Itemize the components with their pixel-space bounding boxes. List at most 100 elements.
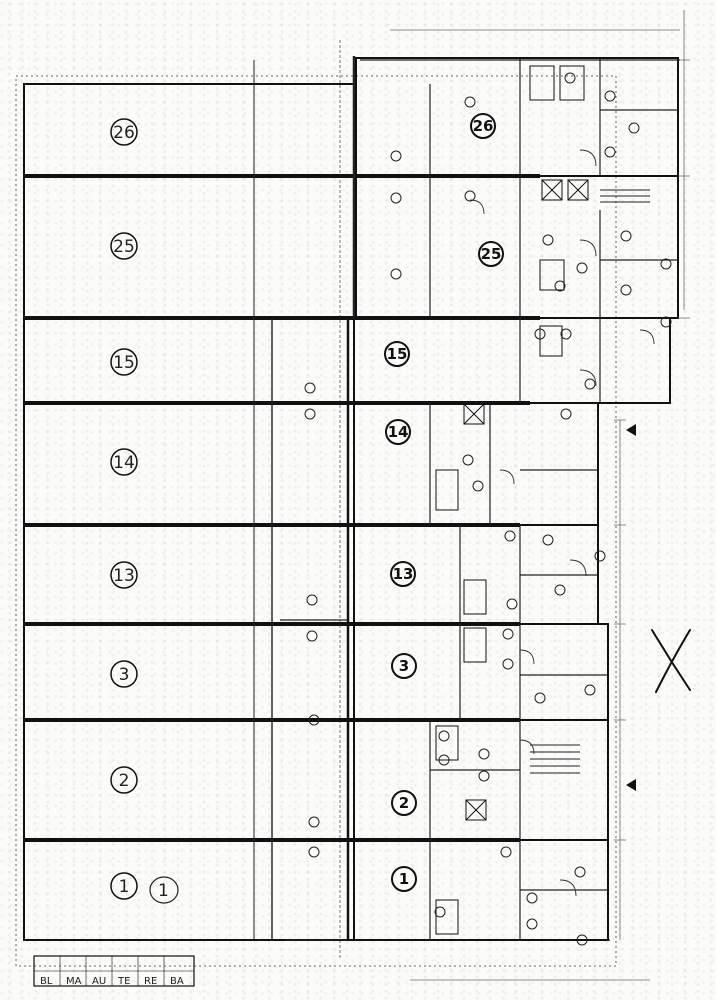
plot-label: 13	[113, 566, 135, 586]
title-block-label: MA	[66, 976, 82, 987]
room-marker	[438, 730, 450, 742]
plot-marker-14: 14	[110, 448, 138, 476]
door-swings	[469, 149, 655, 897]
room-marker	[390, 192, 402, 204]
unit-label: 13	[393, 565, 414, 583]
room-marker	[564, 72, 576, 84]
stairs	[530, 189, 650, 774]
room-marker	[502, 658, 514, 670]
room-marker	[660, 316, 672, 328]
plot-label: 3	[119, 665, 130, 685]
title-block-label: BL	[40, 976, 53, 987]
room-marker	[526, 918, 538, 930]
room-marker	[464, 96, 476, 108]
title-block-label: RE	[144, 976, 157, 987]
room-marker	[534, 328, 546, 340]
room-marker	[576, 934, 588, 946]
plot-label: 2	[119, 771, 130, 791]
plot-label: 15	[113, 353, 135, 373]
drawing-border	[15, 75, 617, 967]
room-marker	[604, 146, 616, 158]
room-marker	[594, 550, 606, 562]
unit-label: 1	[399, 870, 409, 888]
room-marker	[308, 816, 320, 828]
title-block: BL MA AU TE RE BA	[33, 955, 195, 987]
room-marker	[554, 280, 566, 292]
unit-marker-15: 15	[384, 341, 410, 367]
room-marker	[506, 598, 518, 610]
room-marker	[534, 692, 546, 704]
room-marker	[660, 258, 672, 270]
unit-label: 15	[387, 345, 408, 363]
unit-marker-14: 14	[385, 419, 411, 445]
building-walls	[347, 57, 679, 941]
room-marker	[462, 454, 474, 466]
handwritten-cross	[651, 629, 691, 693]
room-marker	[502, 628, 514, 640]
interior-partitions	[280, 58, 678, 940]
unit-marker-1: 1	[391, 866, 417, 892]
room-marker	[620, 284, 632, 296]
fixtures	[435, 65, 589, 935]
dimension-lines	[614, 10, 690, 940]
room-marker	[390, 268, 402, 280]
room-marker	[542, 234, 554, 246]
unit-marker-3: 3	[391, 653, 417, 679]
room-marker	[560, 408, 572, 420]
unit-marker-2: 2	[391, 790, 417, 816]
room-marker	[574, 866, 586, 878]
unit-label: 3	[399, 657, 409, 675]
unit-labels: 26 25 15 14 13 3 2 1	[384, 113, 504, 892]
room-markers	[304, 72, 672, 946]
room-marker	[554, 584, 566, 596]
unit-label: 2	[399, 794, 409, 812]
plot-marker-2: 2	[110, 766, 138, 794]
plot-marker-25: 25	[110, 232, 138, 260]
room-marker	[306, 594, 318, 606]
plot-marker-3: 3	[110, 660, 138, 688]
room-marker	[500, 846, 512, 858]
unit-marker-25: 25	[478, 241, 504, 267]
plot-marker-15: 15	[110, 348, 138, 376]
plot-marker-26: 26	[110, 118, 138, 146]
room-marker	[438, 754, 450, 766]
room-marker	[560, 328, 572, 340]
plot-label: 25	[113, 237, 135, 257]
unit-label: 14	[388, 423, 409, 441]
site-boundary	[23, 83, 355, 941]
room-marker	[576, 262, 588, 274]
title-block-label: BA	[170, 976, 184, 987]
unit-marker-13: 13	[390, 561, 416, 587]
handwritten-circle	[149, 876, 179, 904]
title-block-label: AU	[92, 976, 106, 987]
plot-label: 14	[113, 453, 135, 473]
room-marker	[628, 122, 640, 134]
room-marker	[304, 408, 316, 420]
plot-marker-1: 1	[110, 872, 138, 900]
room-marker	[390, 150, 402, 162]
unit-label: 25	[481, 245, 502, 263]
room-marker	[306, 630, 318, 642]
plot-labels: 26 25 15 14 13 3 2 1	[110, 118, 138, 900]
plot-dividers	[24, 174, 540, 842]
entrance-arrows	[626, 424, 636, 791]
room-marker	[504, 530, 516, 542]
room-marker	[308, 846, 320, 858]
room-marker	[526, 892, 538, 904]
room-marker	[304, 382, 316, 394]
room-marker	[584, 378, 596, 390]
plot-label: 1	[119, 877, 130, 897]
room-marker	[478, 748, 490, 760]
unit-marker-26: 26	[470, 113, 496, 139]
room-marker	[472, 480, 484, 492]
room-marker	[584, 684, 596, 696]
handwritten-note: 1	[158, 881, 169, 901]
plot-label: 26	[113, 123, 135, 143]
unit-label: 26	[473, 117, 494, 135]
title-block-label: TE	[117, 976, 130, 987]
room-marker	[434, 906, 446, 918]
plot-marker-13: 13	[110, 561, 138, 589]
room-marker	[542, 534, 554, 546]
room-marker	[620, 230, 632, 242]
